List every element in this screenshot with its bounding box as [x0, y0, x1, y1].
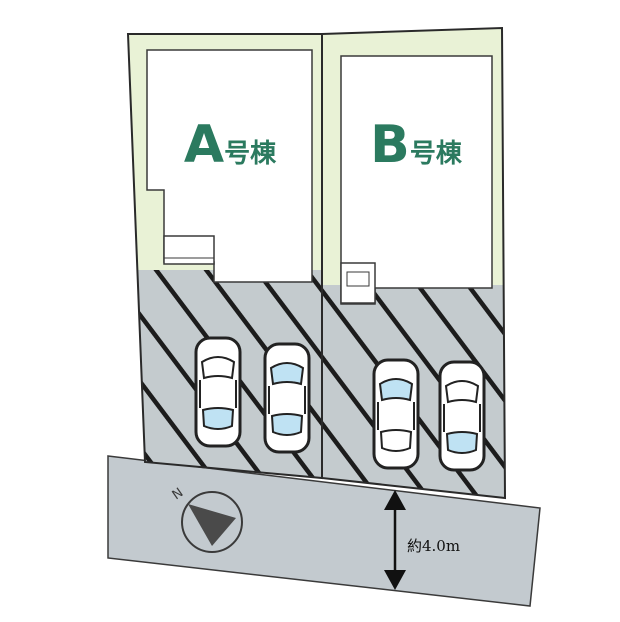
lot-a-porch	[163, 235, 215, 265]
car-icon	[372, 358, 420, 470]
car-icon	[194, 336, 242, 448]
lot-b-label-letter: B	[370, 115, 410, 175]
lot-b-porch	[340, 262, 376, 304]
car-icon	[263, 342, 311, 454]
svg-text:A号棟: A号棟	[184, 115, 277, 175]
car-icon	[438, 360, 486, 472]
lot-b-label-suffix: 号棟	[410, 139, 463, 169]
lot-a-label-suffix: 号棟	[224, 139, 277, 169]
lot-a-label-letter: A	[184, 115, 224, 175]
svg-text:B号棟: B号棟	[370, 115, 463, 175]
road-width-dimension: 約4.0m	[384, 490, 460, 590]
front-road	[107, 455, 541, 607]
road-width-label: 約4.0m	[407, 537, 460, 555]
